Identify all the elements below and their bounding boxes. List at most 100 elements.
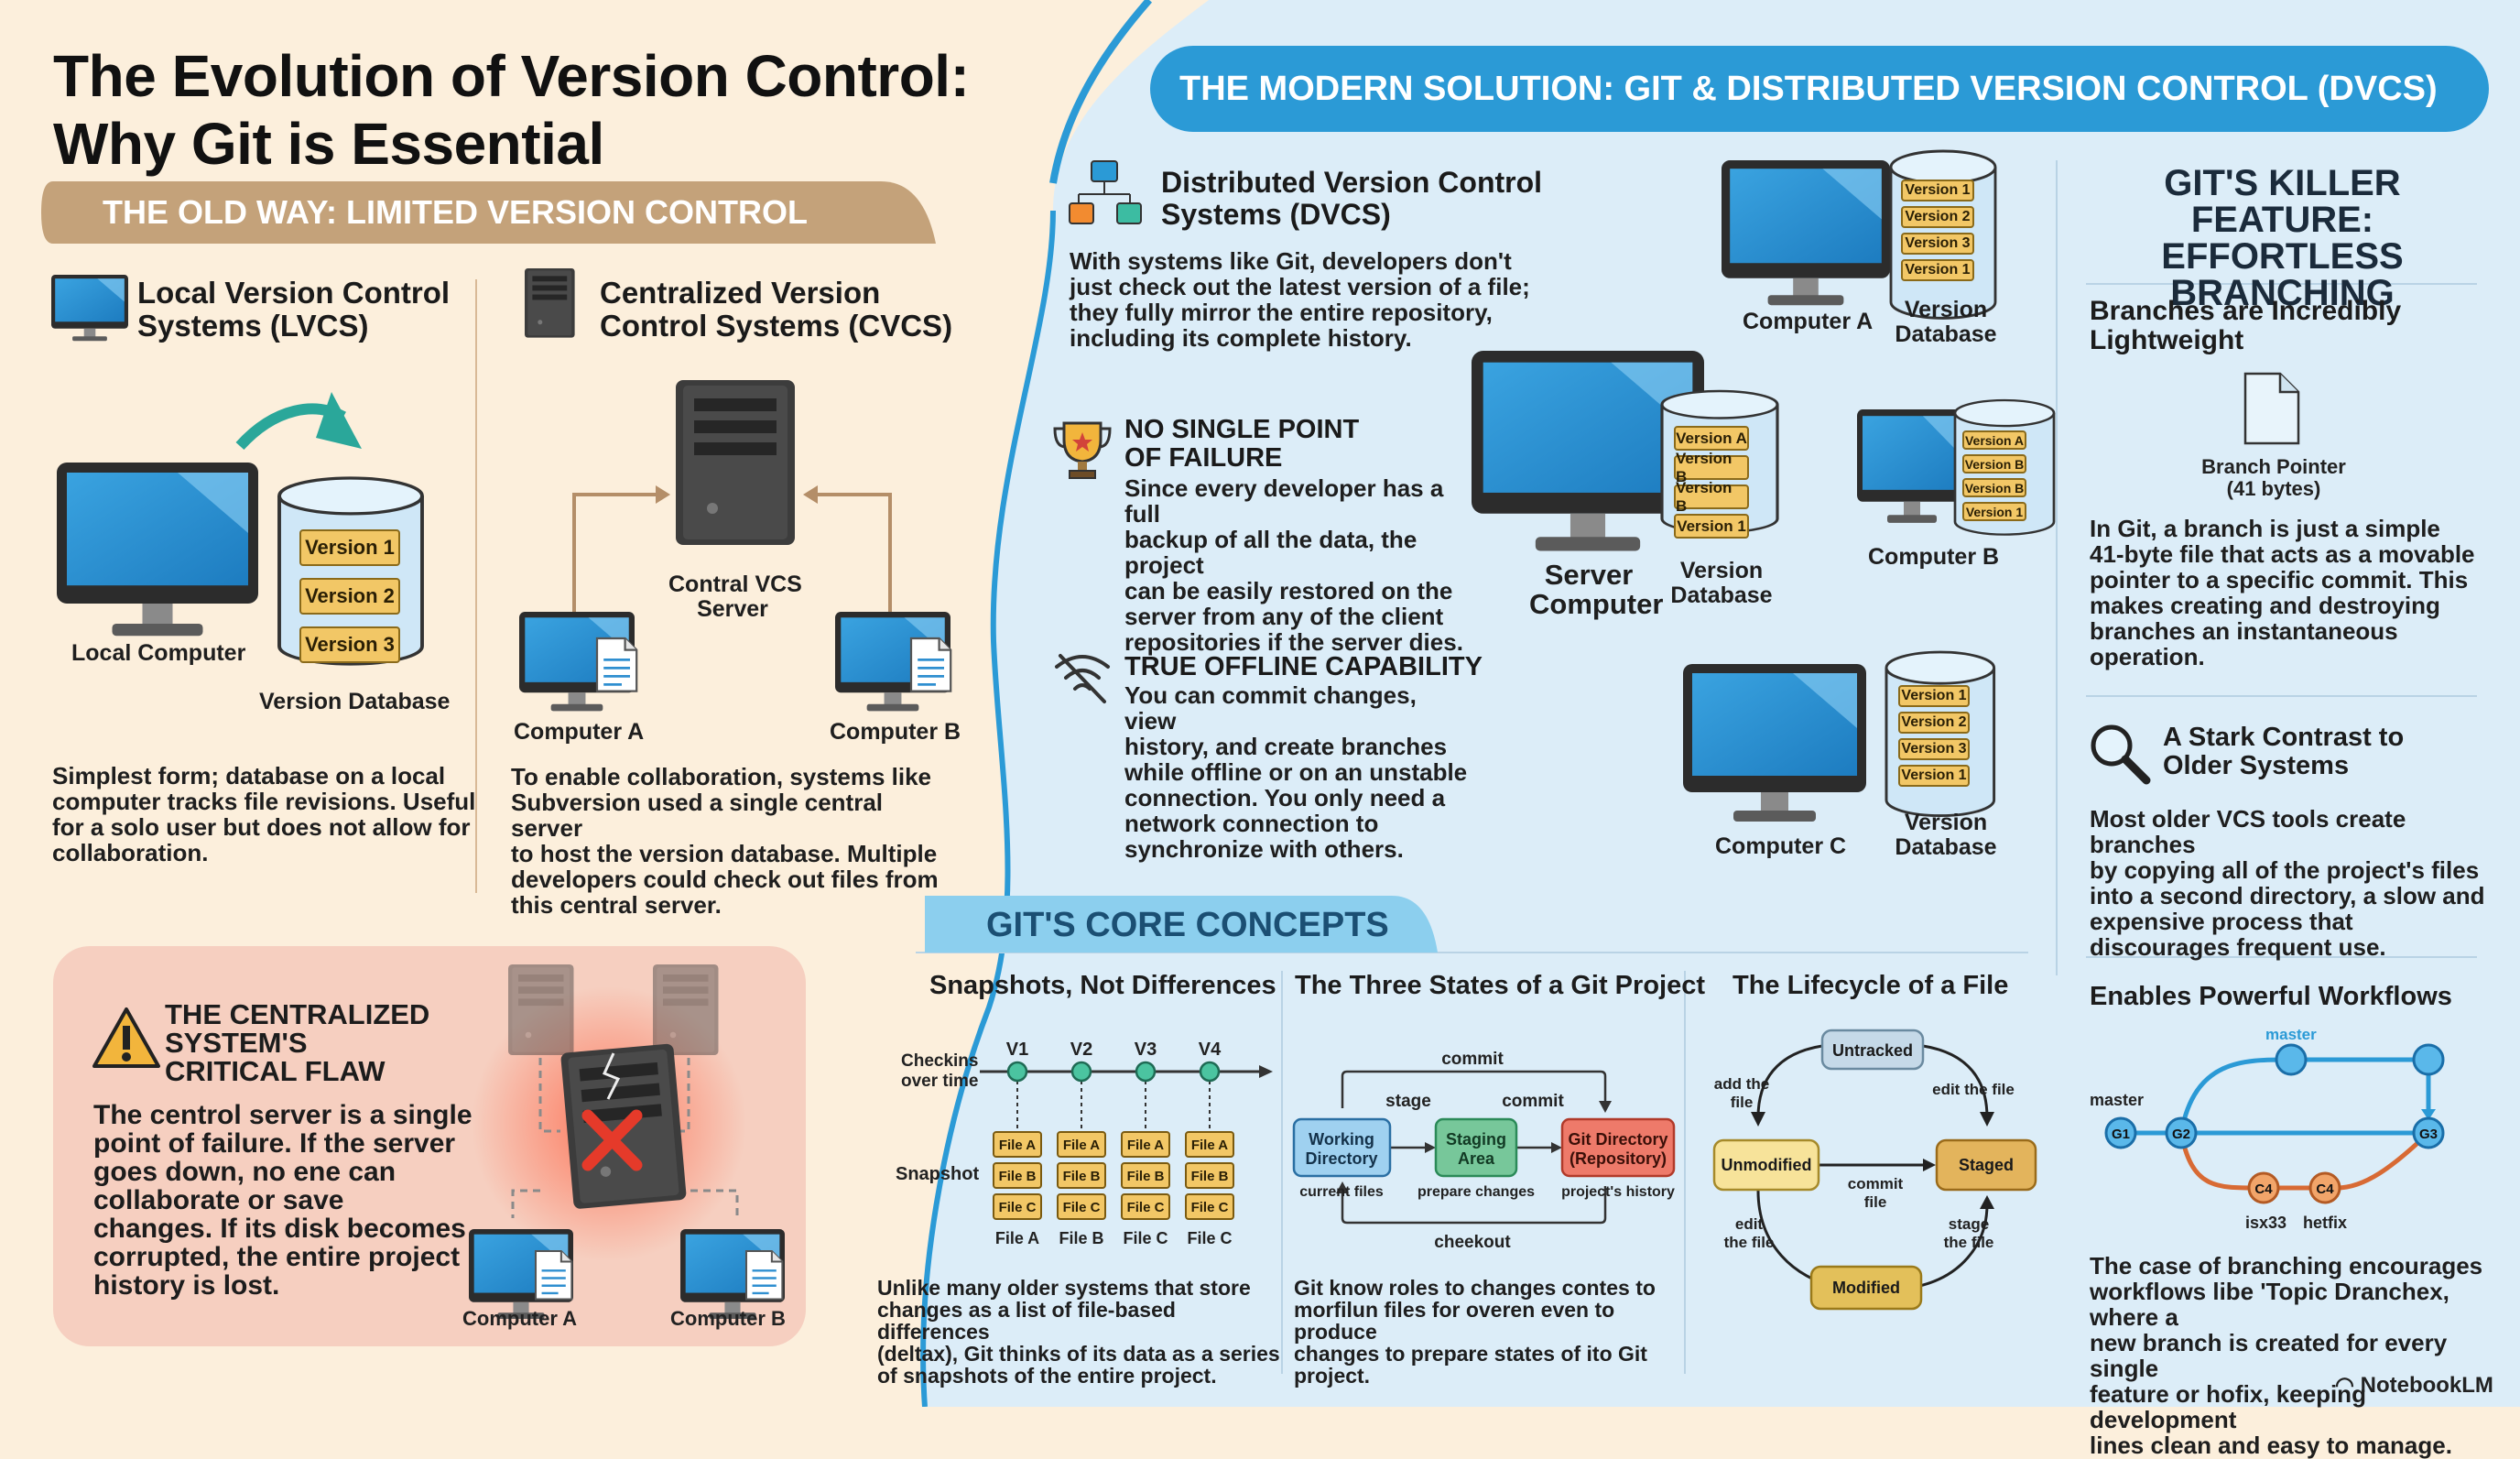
version-tick: V1 [1006, 1040, 1028, 1060]
version-tick: V2 [1070, 1040, 1092, 1060]
background-art [41, 0, 2520, 1407]
staged-state [1935, 1138, 2037, 1192]
text-line: this central server. [511, 891, 722, 919]
trophy-icon [1053, 421, 1112, 479]
checkin-node [1070, 1061, 1092, 1083]
text-line: workflows libe 'Topic Dranchex, where a [2090, 1278, 2449, 1331]
text-line: changes. If its disk becomes [93, 1214, 466, 1244]
svg-text:(Repository): (Repository) [1570, 1149, 1667, 1168]
text-line: corrupted, the entire project [93, 1242, 461, 1272]
svg-text:Staged: Staged [1959, 1156, 2014, 1174]
text-line: connection. You only need a [1124, 784, 1446, 811]
text-line: makes creating and destroying [2090, 592, 2440, 619]
file-chip-label: File B [1191, 1169, 1229, 1184]
snapshot-label: Snapshot [896, 1164, 979, 1184]
version-label: Version 1 [1901, 180, 1974, 201]
svg-text:Git Directory: Git Directory [1568, 1130, 1667, 1149]
text-line: The centrol server is a single [93, 1100, 472, 1130]
checkins-label: over time [901, 1072, 978, 1091]
file-chip-label: File A [1127, 1138, 1164, 1153]
svg-text:stage: stage [1949, 1215, 1989, 1233]
three-states-diagram: Working Directory Staging Area Git Direc… [1292, 1050, 1676, 1252]
file-icon [2243, 372, 2300, 445]
svg-text:file: file [1864, 1193, 1887, 1211]
file-chip [1121, 1162, 1170, 1189]
text-line: EFFORTLESS [2161, 236, 2404, 277]
svg-text:G3: G3 [2419, 1127, 2438, 1142]
text-line: The case of branching encourages [2090, 1252, 2483, 1279]
text-line: developers could check out files from [511, 866, 939, 893]
workflows-title: Enables Powerful Workflows [2090, 982, 2452, 1011]
text-line: network connection to [1124, 810, 1379, 837]
text-line: Simplest form; database on a local [52, 762, 446, 789]
timeline-arrow [1259, 1065, 1273, 1078]
file-chip [1057, 1131, 1106, 1158]
version-label: Version 2 [1901, 206, 1974, 228]
version-label: Version 3 [1901, 233, 1974, 255]
text-line: You can commit changes, view [1124, 681, 1417, 735]
version-label: Version 1 [1901, 259, 1974, 281]
local-computer-label: Local Computer [71, 640, 246, 666]
svg-text:prepare changes: prepare changes [1418, 1184, 1535, 1200]
working-directory-box [1292, 1117, 1392, 1178]
lifecycle-title: The Lifecycle of a File [1732, 971, 2009, 1000]
checkins-label: Checkins [901, 1051, 978, 1071]
svg-text:hetfix: hetfix [2303, 1214, 2347, 1232]
svg-text:cheekout: cheekout [1434, 1233, 1511, 1252]
file-chip-label: File C [1127, 1200, 1165, 1215]
untracked-state [1820, 1029, 1925, 1071]
text-line: synchronize with others. [1124, 835, 1404, 863]
branch-graph: master master G1 G2 G3 C4 C4 isx33 hetfi… [2090, 1026, 2445, 1232]
column-label: File A [995, 1229, 1039, 1247]
version-label: Version B [1962, 478, 2026, 497]
svg-text:add the: add the [1714, 1075, 1769, 1093]
file-chip [1185, 1162, 1234, 1189]
text-line: THE CENTRALIZED [165, 998, 430, 1030]
dvcs-computer-b-label: Computer B [1868, 544, 2000, 570]
brand-watermark: ◠ NotebookLM [2335, 1373, 2493, 1398]
cvcs-computer-b-label: Computer B [830, 719, 961, 745]
version-tick: V3 [1135, 1040, 1157, 1060]
version-stack-a: Version 1 Version 2 Version 3 Version 1 [1901, 180, 1974, 286]
monitor-icon [51, 275, 128, 342]
file-chip [1121, 1193, 1170, 1220]
text-line: into a second directory, a slow and [2090, 882, 2485, 909]
text-line: can be easily restored on the [1124, 577, 1453, 604]
checkin-node [1006, 1061, 1028, 1083]
svg-text:edit the file: edit the file [1932, 1081, 2015, 1098]
cvcs-computer-a-label: Computer A [514, 719, 645, 745]
text-line: history is lost. [93, 1270, 280, 1301]
version-label: Version 1 [1674, 514, 1749, 539]
svg-text:current files: current files [1299, 1184, 1384, 1200]
checkin-node [1199, 1061, 1221, 1083]
file-chip-label: File C [999, 1200, 1037, 1215]
lvcs-title: Local Version Control Systems (LVCS) [137, 276, 451, 343]
version-label: Version B [1962, 454, 2026, 474]
version-label: Version 1 [1898, 765, 1970, 787]
text-line: discourages frequent use. [2090, 933, 2386, 961]
text-line: pointer to a specific commit. This [2090, 566, 2469, 593]
text-line: of snapshots of the entire project. [877, 1364, 1217, 1388]
text-line: history, and create branches [1124, 733, 1448, 760]
text-line: To enable collaboration, systems like [511, 763, 931, 790]
text-line: collaboration. [52, 839, 209, 866]
version-label: Version 3 [299, 626, 400, 663]
checkin-node [1135, 1061, 1157, 1083]
svg-text:stage: stage [1385, 1092, 1431, 1111]
file-chip-label: File A [1191, 1138, 1228, 1153]
